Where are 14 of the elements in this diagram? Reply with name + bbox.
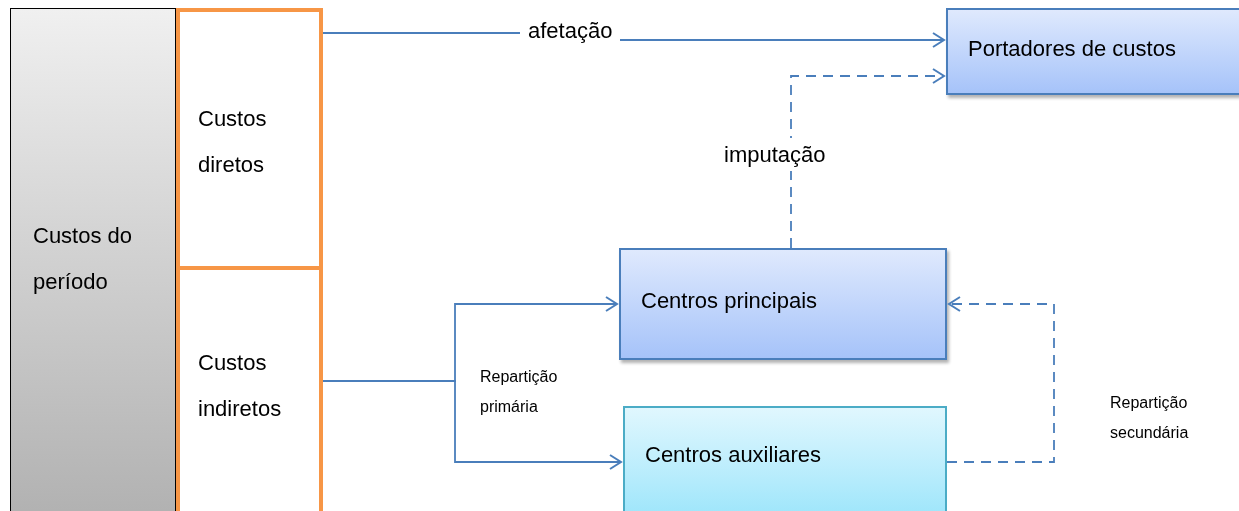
annotation-label: Repartição secundária [1110, 393, 1190, 443]
node-label: Portadores de custos [968, 35, 1176, 63]
annotation-label: Repartição primária [480, 367, 559, 417]
arrow [946, 296, 1055, 463]
cost-carriers-box [946, 8, 1239, 95]
node-label: Custos diretos [198, 105, 268, 179]
node-label: Custos do período [33, 222, 134, 296]
node-label: Centros auxiliares [645, 441, 822, 469]
node-label: Custos indiretos [198, 349, 283, 423]
main-centers-box [619, 248, 947, 360]
period-costs-box [10, 8, 176, 511]
auxiliary-centers-box [623, 406, 947, 511]
node-label: Centros principais [641, 287, 818, 315]
arrow [790, 68, 945, 249]
